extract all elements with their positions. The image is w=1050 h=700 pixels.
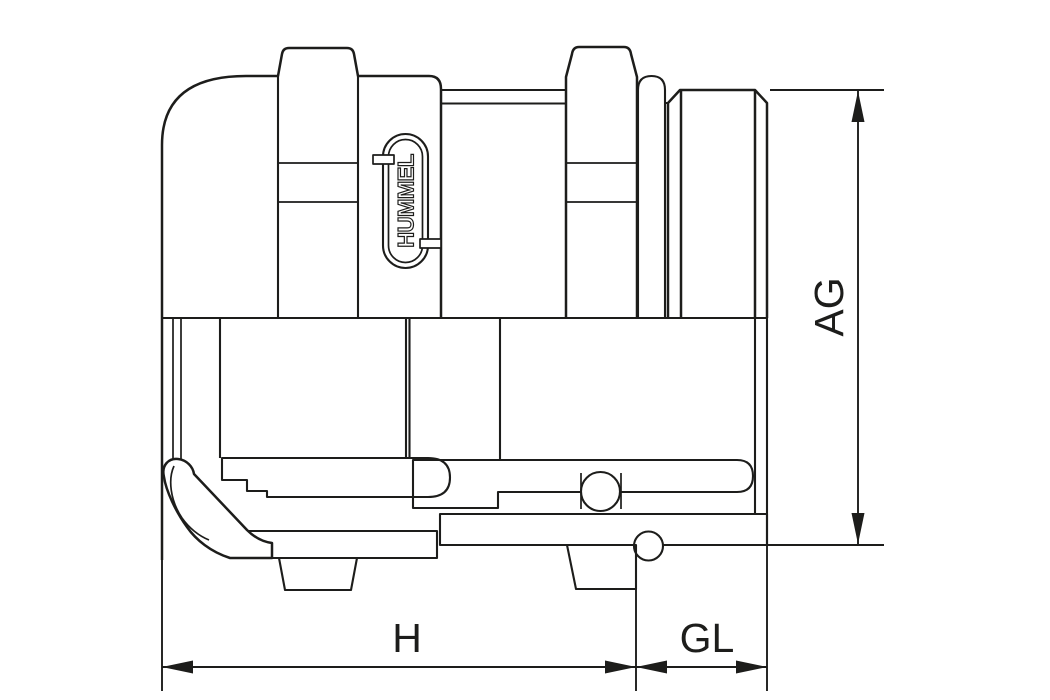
dimension-gl: GL	[636, 615, 767, 674]
seal-insert-section	[411, 458, 755, 510]
cap-hex-flat-edges	[276, 76, 360, 318]
dimensions: AG H GL	[161, 89, 884, 691]
logo-inner-ring	[387, 138, 424, 264]
ag-arrowhead-down	[851, 513, 865, 544]
logo-top-tab	[372, 154, 395, 165]
cap-lip-trapezoid	[277, 556, 359, 592]
gl-arrowhead-right	[736, 660, 767, 674]
cap-wall-lines	[172, 318, 182, 459]
section-view	[162, 318, 769, 592]
body-hex-groove-lines	[567, 162, 636, 203]
dimension-ag: AG	[806, 91, 865, 544]
thread-outline	[666, 88, 769, 318]
ag-arrowhead-up	[851, 91, 865, 122]
inner-seal-section	[220, 456, 452, 499]
lamella-edge-line	[197, 477, 246, 529]
o-ring-2	[632, 530, 665, 562]
dimension-h: H	[162, 615, 636, 674]
lamella-inner-line	[169, 465, 210, 541]
cavity-divider-lines	[218, 318, 769, 545]
lamella-claw	[162, 457, 274, 560]
cap-groove-lines	[279, 162, 357, 203]
h-arrowhead-left	[162, 660, 193, 674]
h-dimension-label: H	[392, 615, 422, 661]
hummel-logo: HUMMEL	[372, 132, 442, 270]
logo-bottom-tab	[419, 238, 442, 249]
body-hex-outline	[564, 45, 639, 318]
o-ring-1	[579, 470, 622, 513]
h-arrowhead-right	[605, 660, 636, 674]
logo-outer-ring	[381, 132, 430, 270]
outside-view: HUMMEL	[160, 45, 769, 560]
ag-dimension-label: AG	[806, 277, 852, 336]
gl-arrowhead-left	[636, 660, 667, 674]
body-neck-lines	[441, 88, 566, 105]
gl-dimension-label: GL	[680, 615, 735, 661]
cap-nut-outline	[160, 46, 443, 560]
o-ring-2-pocket	[633, 519, 664, 571]
logo-text: HUMMEL	[394, 154, 419, 248]
